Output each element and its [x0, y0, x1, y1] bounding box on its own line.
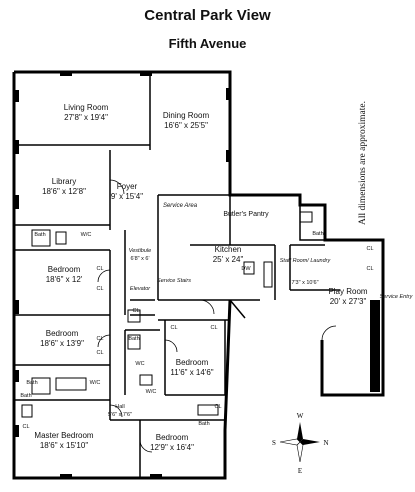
- page-title: Central Park View: [144, 7, 271, 24]
- dims-kitchen: 25' x 24": [213, 255, 244, 264]
- interior-walls: [14, 72, 340, 478]
- label-cl: CL: [96, 336, 103, 342]
- dims-play-room: 20' x 27'3": [330, 297, 367, 306]
- label-elevator: Elevator: [130, 286, 151, 292]
- label-service-area: Service Area: [163, 203, 198, 209]
- dims-bedroom-3: 11'6" x 14'6": [170, 368, 213, 377]
- label-master-bedroom: Master Bedroom: [34, 431, 93, 440]
- door-swings: [97, 179, 337, 453]
- dims-library: 18'6" x 12'8": [42, 187, 86, 196]
- label-vestibule: Vestibule: [129, 248, 151, 254]
- dims-hall: 5'6" x 7'6": [108, 412, 132, 418]
- label-bath: Bath: [26, 380, 37, 386]
- label-cl: CL: [22, 424, 29, 430]
- label-service-stairs: Service Stairs: [157, 278, 191, 284]
- room-labels: Living Room 27'8" x 19'4" Dining Room 16…: [34, 103, 413, 452]
- dims-living-room: 27'8" x 19'4": [64, 113, 108, 122]
- label-library: Library: [52, 177, 76, 186]
- label-bath: Bath: [198, 421, 209, 427]
- label-bath: Bath: [128, 336, 139, 342]
- label-cl: CL: [214, 404, 221, 410]
- label-staff-room: Staff Room/ Laundry: [280, 258, 332, 264]
- label-bath: Bath: [34, 232, 45, 238]
- label-bedroom-3: Bedroom: [176, 358, 209, 367]
- dims-master-bedroom: 18'6" x 15'10": [40, 441, 88, 450]
- label-kitchen: Kitchen: [215, 245, 242, 254]
- label-wc: WC: [135, 361, 144, 367]
- compass-s: S: [272, 439, 276, 447]
- label-cl: CL: [170, 325, 177, 331]
- label-dw: DW: [241, 266, 251, 272]
- label-service-entry: Service Entry: [380, 294, 414, 300]
- label-cl: CL: [96, 286, 103, 292]
- window-piers: [14, 72, 380, 478]
- small-labels: Bath W/C Bath W/C Bath W/C Bath Bath Bat…: [20, 231, 373, 430]
- label-butlers-pantry: Butler's Pantry: [223, 211, 269, 218]
- label-wic: W/C: [146, 389, 157, 395]
- dims-staff-room: 7'3" x 10'6": [291, 280, 318, 286]
- label-hall: Hall: [115, 404, 124, 410]
- label-cl: CL: [366, 266, 373, 272]
- fixtures: [21, 211, 313, 418]
- label-play-room: Play Room: [328, 287, 367, 296]
- label-bedroom-4: Bedroom: [156, 433, 189, 442]
- label-wic: W/C: [81, 232, 92, 238]
- label-dining-room: Dining Room: [163, 111, 210, 120]
- label-cl: CL: [132, 308, 139, 314]
- label-foyer: Foyer: [117, 182, 138, 191]
- label-cl: CL: [96, 266, 103, 272]
- label-cl: CL: [210, 325, 217, 331]
- label-bedroom-2: Bedroom: [46, 329, 79, 338]
- compass-n: N: [323, 439, 328, 447]
- dims-bedroom-4: 12'9" x 16'4": [150, 443, 194, 452]
- label-bath: Bath: [312, 231, 323, 237]
- label-wic: W/C: [90, 380, 101, 386]
- compass-w: W: [297, 412, 304, 420]
- label-bedroom-1: Bedroom: [48, 265, 81, 274]
- page-subtitle: Fifth Avenue: [168, 36, 247, 51]
- dims-foyer: 9' x 15'4": [111, 192, 143, 201]
- label-cl: CL: [96, 350, 103, 356]
- dims-dining-room: 16'6" x 25'5": [164, 121, 208, 130]
- compass-e: E: [298, 467, 302, 475]
- dims-bedroom-1: 18'6" x 12': [46, 275, 83, 284]
- dims-bedroom-2: 18'6" x 13'9": [40, 339, 84, 348]
- label-cl: CL: [366, 246, 373, 252]
- dims-vestibule: 6'8" x 6': [130, 256, 149, 262]
- label-bath: Bath: [20, 393, 31, 399]
- label-living-room: Living Room: [64, 103, 109, 112]
- compass-icon: W E S N: [272, 412, 328, 475]
